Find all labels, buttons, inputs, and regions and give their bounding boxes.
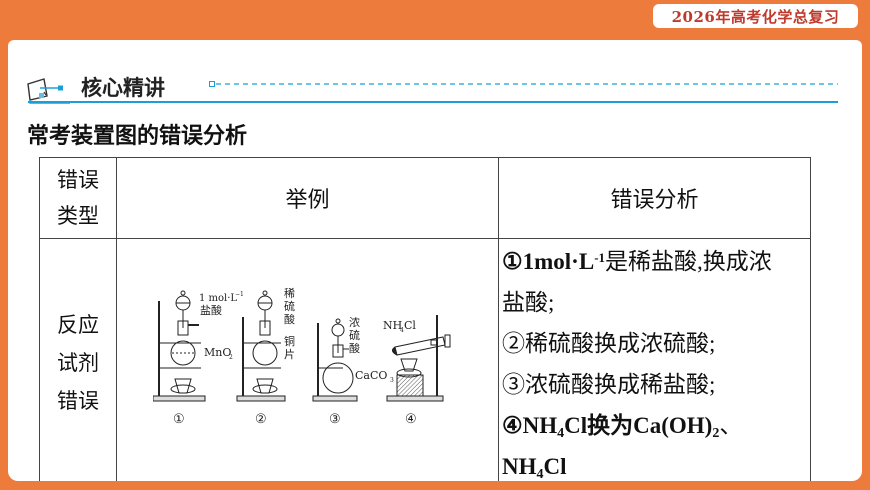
error-type-cell: 反应 试剂 错误: [39, 238, 117, 488]
analysis-cell: ①1mol·L-1是稀盐酸,换成浓 盐酸; ②稀硫酸换成浓硫酸; ③浓硫酸换成稀…: [498, 238, 811, 488]
svg-text:片: 片: [284, 348, 295, 361]
svg-text:NH: NH: [383, 319, 402, 332]
header-error-type-line1: 错误: [57, 168, 99, 192]
dashed-divider: [209, 81, 838, 87]
header-error-type-line2: 类型: [57, 204, 99, 228]
course-badge: 2026年高考化学总复习: [653, 4, 858, 28]
apparatus-2-number: ②: [255, 412, 267, 427]
apparatus-2-illustration: [236, 290, 286, 402]
header-error-type: 错误 类型: [39, 157, 117, 239]
svg-text:−1: −1: [235, 291, 244, 298]
section-header: 核心精讲: [24, 66, 838, 106]
analysis-line-4: ④NH4Cl换为Ca(OH)2、: [502, 413, 743, 441]
type-line: 试剂: [57, 351, 99, 375]
apparatus-3-illustration: [312, 318, 358, 402]
notebook-pointer-icon: [27, 78, 70, 104]
svg-text:3: 3: [390, 377, 394, 384]
apparatus-3-number: ③: [329, 412, 341, 427]
svg-text:稀: 稀: [284, 287, 295, 300]
type-line: 反应: [57, 313, 99, 337]
apparatus-1-number: ①: [173, 412, 185, 427]
svg-text:硫: 硫: [349, 328, 360, 342]
bottom-frame: [0, 481, 870, 490]
apparatus-1-illustration: [153, 290, 206, 402]
svg-text:酸: 酸: [284, 312, 295, 326]
page-subtitle: 常考装置图的错误分析: [27, 124, 248, 149]
svg-text:1 mol·L: 1 mol·L: [199, 293, 237, 304]
svg-text:MnO: MnO: [204, 346, 231, 359]
svg-text:铜: 铜: [284, 334, 295, 348]
table-row: 反应 试剂 错误: [39, 238, 811, 488]
type-line: 错误: [57, 389, 99, 413]
svg-text:浓: 浓: [349, 316, 360, 329]
analysis-line-1: ①1mol·L-1是稀盐酸,换成浓: [502, 249, 772, 274]
header-analysis: 错误分析: [498, 157, 811, 239]
lab-apparatus-figure: 1 mol·L −1 盐酸 MnO 2 ①: [153, 287, 451, 427]
svg-text:4: 4: [400, 327, 404, 334]
analysis-line-1-cont: 盐酸;: [502, 290, 555, 315]
svg-text:2: 2: [229, 354, 233, 361]
analysis-line-3: ③浓硫酸换成稀盐酸;: [502, 372, 716, 397]
error-analysis-table: 错误 类型 举例 错误分析 反应 试剂 错误: [39, 157, 811, 488]
svg-text:酸: 酸: [349, 341, 360, 355]
header-example: 举例: [116, 157, 499, 239]
apparatus-4-number: ④: [405, 412, 417, 427]
svg-text:Cl: Cl: [404, 319, 416, 332]
svg-text:CaCO: CaCO: [355, 369, 387, 382]
analysis-line-4-cont: NH4Cl: [502, 454, 567, 482]
svg-text:盐酸: 盐酸: [200, 303, 222, 317]
svg-text:硫: 硫: [284, 299, 295, 313]
section-title: 核心精讲: [81, 76, 165, 100]
apparatus-4-illustration: [386, 315, 451, 402]
table-header-row: 错误 类型 举例 错误分析: [39, 157, 811, 239]
analysis-line-2: ②稀硫酸换成浓硫酸;: [502, 331, 716, 356]
section-underline: [28, 101, 838, 103]
example-cell: 1 mol·L −1 盐酸 MnO 2 ①: [116, 238, 499, 488]
